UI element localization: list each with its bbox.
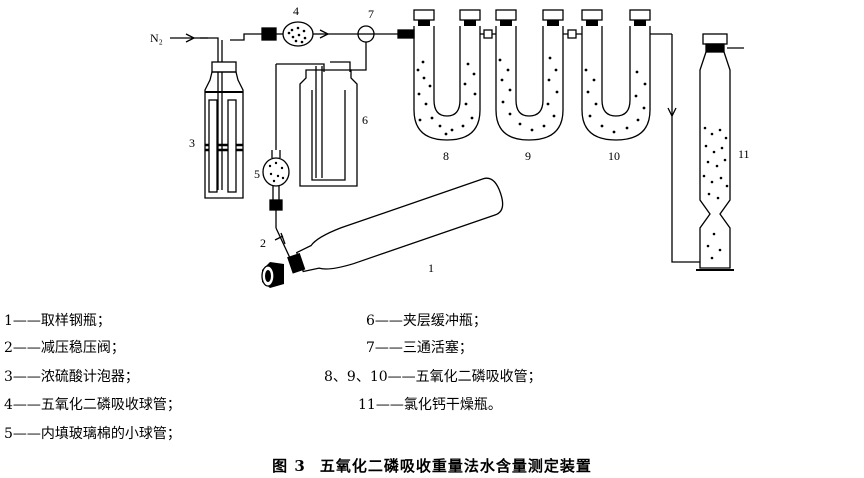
callout-5: 5 bbox=[254, 167, 260, 181]
legend-item-3: 3——浓硫酸计泡器； bbox=[4, 369, 139, 385]
callout-7: 7 bbox=[368, 7, 374, 21]
legend-item-11: 11——氯化钙干燥瓶。 bbox=[358, 397, 502, 413]
callout-10: 10 bbox=[608, 149, 620, 163]
callout-11: 11 bbox=[738, 147, 750, 161]
ball-tube-4 bbox=[282, 21, 358, 47]
legend-item-5: 5——内填玻璃棉的小球管； bbox=[4, 426, 181, 442]
connector-10-11 bbox=[667, 34, 700, 263]
legend-item-2: 2——减压稳压阀； bbox=[4, 340, 125, 356]
callout-4: 4 bbox=[293, 4, 299, 18]
legend-item-1: 1——取样钢瓶； bbox=[4, 313, 111, 329]
legend-item-6: 6——夹层缓冲瓶； bbox=[366, 313, 487, 329]
callout-3: 3 bbox=[189, 136, 195, 150]
callout-2: 2 bbox=[260, 236, 266, 250]
ball-tube-5 bbox=[262, 150, 290, 228]
figure-number: 图 3 bbox=[272, 457, 306, 475]
bubbler-3 bbox=[200, 36, 245, 199]
u-tubes-8-9-10 bbox=[410, 9, 672, 141]
figure-title: 五氧化二磷吸收重量法水含量测定装置 bbox=[319, 457, 592, 475]
connector-3-4 bbox=[243, 27, 284, 41]
stopcock-7 bbox=[357, 25, 415, 64]
valve-2 bbox=[274, 227, 291, 259]
legend-item-4: 4——五氧化二磷吸收球管； bbox=[4, 397, 181, 413]
legend-item-7: 7——三通活塞； bbox=[366, 340, 473, 356]
drying-tower-11 bbox=[696, 33, 744, 271]
connector-7-6 bbox=[350, 64, 367, 71]
legend-item-8-9-10: 8、9、10——五氧化二磷吸收管； bbox=[324, 369, 542, 385]
steel-cylinder-1 bbox=[261, 177, 504, 288]
callout-8: 8 bbox=[443, 149, 449, 163]
apparatus-diagram: N₂ 3 4 bbox=[150, 4, 750, 288]
callout-1: 1 bbox=[428, 261, 434, 275]
callout-9: 9 bbox=[525, 149, 531, 163]
n2-inlet-label: N₂ bbox=[150, 31, 163, 45]
callout-6: 6 bbox=[362, 113, 368, 127]
buffer-bottle-6 bbox=[276, 61, 358, 187]
figure-caption: 图 3 五氧化二磷吸收重量法水含量测定装置 bbox=[0, 455, 864, 476]
